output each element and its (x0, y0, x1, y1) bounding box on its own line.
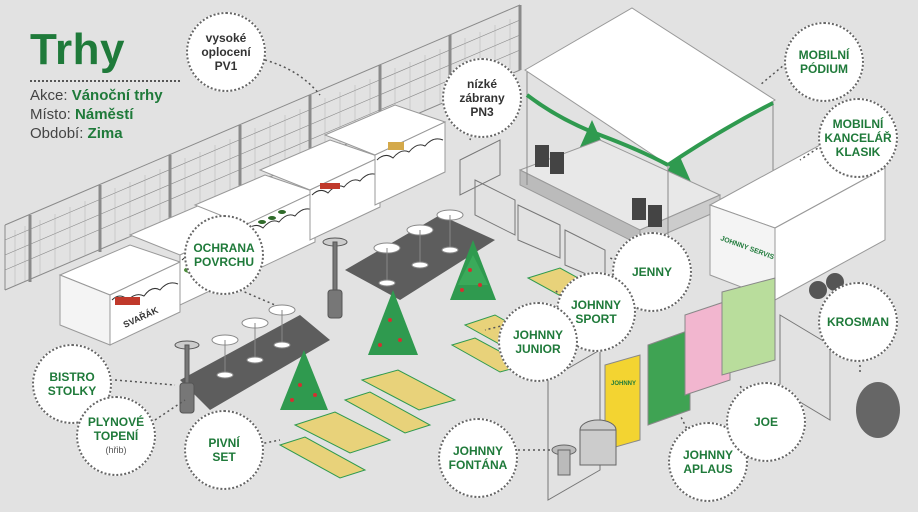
meta-row-event: Akce: Vánoční trhy (30, 87, 163, 104)
label-ground-protection: OCHRANA POVRCHU (184, 215, 264, 295)
beer-sets (278, 267, 602, 479)
page-title: Trhy (30, 25, 125, 74)
gas-heaters (174, 237, 348, 414)
mobile-stage (518, 7, 776, 246)
label-gas-heater: PLYNOVÉ TOPENÍ (hřib) (76, 396, 156, 476)
label-high-fence: vysoké oplocení PV1 (186, 12, 266, 92)
portable-toilets: JOHNNY (551, 277, 900, 476)
bistro-tables (211, 209, 464, 379)
meta-row-place: Místo: Náměstí (30, 106, 134, 123)
label-johnny-sport: JOHNNY SPORT (556, 272, 636, 352)
label-johnny-fountain: JOHNNY FONTÁNA (438, 418, 518, 498)
title-divider (30, 80, 180, 82)
label-mobile-office: MOBILNÍ KANCELÁŘ KLASIK (818, 98, 898, 178)
label-beer-set: PIVNÍ SET (184, 410, 264, 490)
title-block: Trhy Akce: Vánoční trhy Místo: Náměstí O… (30, 28, 210, 143)
label-johnny-junior: JOHNNY JUNIOR (498, 302, 578, 382)
toilet-logo: JOHNNY (611, 381, 636, 387)
meta-row-season: Období: Zima (30, 125, 123, 142)
label-mobile-stage: MOBILNÍ PÓDIUM (784, 22, 864, 102)
label-joe: JOE (726, 382, 806, 462)
label-low-barriers: nízké zábrany PN3 (442, 58, 522, 138)
label-krosman: KROSMAN (818, 282, 898, 362)
